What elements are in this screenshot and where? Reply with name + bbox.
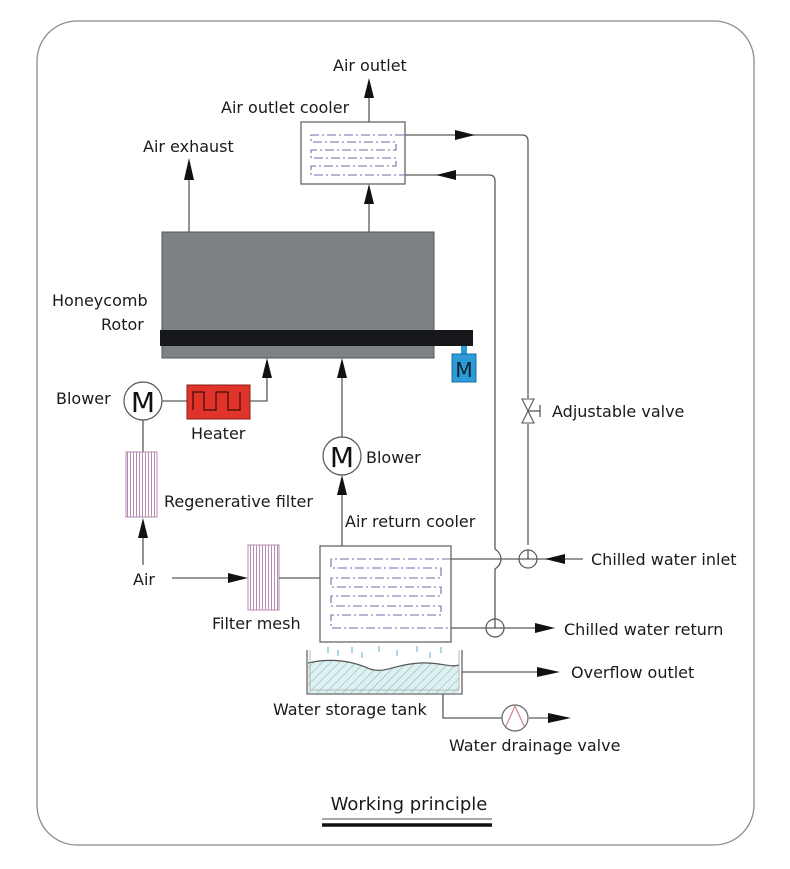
rotor-shaft <box>160 330 473 346</box>
blower-center-motor-symbol: M <box>330 441 354 474</box>
blower-center: M <box>322 436 362 476</box>
overflow-outlet-pipe <box>462 667 560 677</box>
chilled-water-inlet-label: Chilled water inlet <box>591 550 737 569</box>
heater <box>186 384 251 420</box>
rotor-label: Rotor <box>101 315 144 334</box>
chilled-water-inlet-pipe <box>451 549 583 569</box>
blower-left-label: Blower <box>56 389 111 408</box>
air-exhaust-label: Air exhaust <box>143 137 234 156</box>
water-drainage-valve <box>501 704 529 732</box>
air-to-filter-arrow <box>172 573 248 583</box>
rotor-inlet-arrow <box>337 358 347 437</box>
chilled-water-return-label: Chilled water return <box>564 620 723 639</box>
air-return-cooler-label: Air return cooler <box>345 512 476 531</box>
adjustable-valve <box>521 398 541 424</box>
blower-left: M <box>123 381 163 421</box>
heater-to-rotor-arrow <box>250 358 272 402</box>
air-outlet-cooler-label: Air outlet cooler <box>221 98 350 117</box>
condensate-drops <box>327 646 442 658</box>
honeycomb-label: Honeycomb <box>52 291 148 310</box>
heater-label: Heater <box>191 424 246 443</box>
outlet-cooler-supply-pipe <box>405 130 529 545</box>
regenerative-filter <box>125 451 158 518</box>
cooler-to-blower-arrow <box>337 475 347 546</box>
air-outlet-arrow <box>364 78 374 122</box>
air-exhaust-arrow <box>184 158 194 232</box>
rotor-to-cooler-arrow <box>364 184 374 232</box>
rotor-drive-motor: M <box>451 346 477 383</box>
filter-mesh <box>247 544 280 611</box>
diagram-frame <box>36 20 755 846</box>
regenerative-filter-label: Regenerative filter <box>164 492 313 511</box>
outlet-cooler-return-pipe <box>405 170 502 628</box>
air-label: Air <box>133 570 155 589</box>
blower-left-motor-symbol: M <box>131 386 155 419</box>
water-drainage-valve-label: Water drainage valve <box>449 736 620 755</box>
chilled-water-return-pipe <box>451 618 555 638</box>
adjustable-valve-label: Adjustable valve <box>552 402 684 421</box>
air-return-cooler <box>319 545 452 643</box>
filter-mesh-label: Filter mesh <box>212 614 301 633</box>
diagram-title: Working principle <box>331 794 488 815</box>
air-outlet-cooler <box>300 121 406 185</box>
overflow-outlet-label: Overflow outlet <box>571 663 694 682</box>
air-outlet-label: Air outlet <box>333 56 407 75</box>
drainage-pipe <box>442 694 571 723</box>
water-storage-tank-label: Water storage tank <box>273 700 427 719</box>
blower-center-label: Blower <box>366 448 421 467</box>
air-to-regen-arrow <box>138 518 148 565</box>
rotor-motor-symbol: M <box>455 358 472 382</box>
